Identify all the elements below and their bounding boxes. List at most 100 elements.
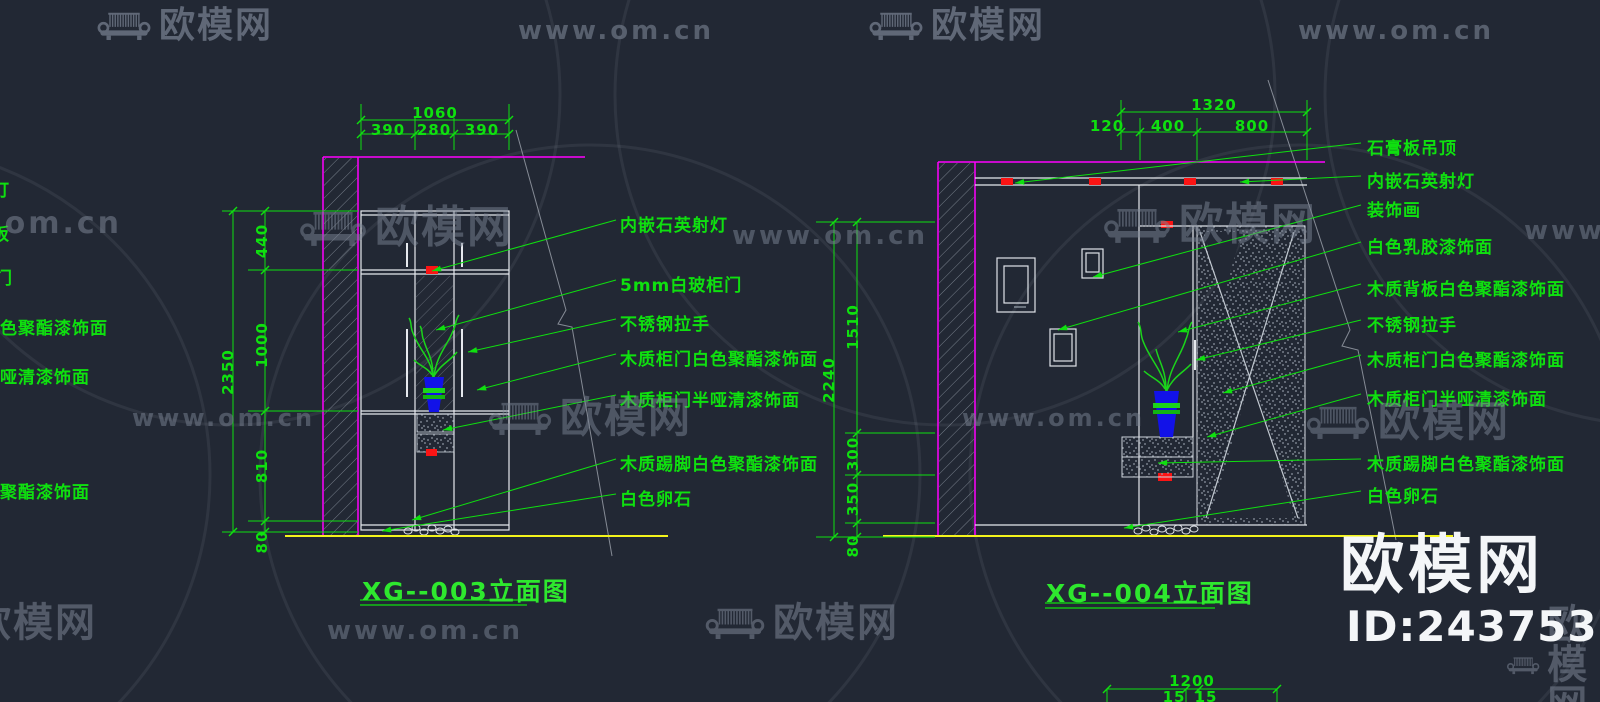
- sofa-icon: [1506, 649, 1540, 682]
- right-vase-band: [1153, 403, 1180, 408]
- edge-fragment-3: 门: [0, 269, 13, 289]
- edge-fragment-1: 灯: [0, 181, 10, 201]
- left-elevation-title: XG--003立面图: [362, 577, 570, 606]
- right-pebbles: [1133, 524, 1199, 536]
- right-elevation-drawing: [816, 100, 1453, 702]
- right-label-pebbles: 白色卵石: [1367, 487, 1439, 507]
- watermark-brand-text: 欧模网: [1547, 602, 1590, 702]
- right-vase-band2: [1153, 410, 1180, 414]
- dim-right-height-seg4: 80: [844, 534, 862, 558]
- edge-fragment-2: 板: [0, 225, 10, 245]
- dim-left-width-seg3: 390: [464, 121, 500, 139]
- sofa-icon: [704, 607, 766, 640]
- watermark-brand-text: 欧模网: [375, 202, 513, 253]
- watermark-site: www.om.cn: [1524, 216, 1600, 246]
- left-label-kickboard: 木质踢脚白色聚酯漆饰面: [620, 455, 818, 475]
- watermark-brand: 欧模网: [96, 8, 273, 44]
- left-label-spotlight: 内嵌石英射灯: [620, 216, 728, 236]
- watermark-site: www.om.cn: [132, 404, 316, 432]
- right-label-kickboard: 木质踢脚白色聚酯漆饰面: [1367, 455, 1565, 475]
- watermark-site: www.om.cn: [1298, 16, 1495, 46]
- right-wall-magenta: [937, 161, 1325, 536]
- sofa-icon: [96, 11, 152, 41]
- dim-bottom-seg2: 15: [1194, 688, 1218, 702]
- right-label-spotlight: 内嵌石英射灯: [1367, 172, 1475, 192]
- footer-brand: 欧模网: [1340, 529, 1544, 603]
- watermark-site: www.om.cn: [518, 16, 715, 46]
- dim-left-height-seg4: 80: [253, 530, 271, 554]
- left-wall-magenta: [322, 156, 585, 536]
- dim-left-width-total: 1060: [412, 104, 458, 122]
- watermark-brand: 欧模网: [1102, 203, 1317, 247]
- dim-bottom-seg1: 15: [1162, 688, 1186, 702]
- dim-left-height-seg2: 1000: [253, 322, 271, 368]
- watermark-brand-text: 欧模网: [931, 5, 1046, 46]
- right-label-artwork: 装饰画: [1367, 201, 1421, 221]
- left-pebbles: [403, 524, 460, 536]
- left-vase-band2: [423, 395, 445, 399]
- watermark-brand: 欧模网: [487, 397, 692, 439]
- sofa-icon: [298, 210, 368, 247]
- right-console: [1121, 436, 1194, 478]
- watermark-brand: 欧模网: [1506, 605, 1600, 702]
- right-leader-lines: [1014, 142, 1362, 530]
- left-dimension-ticks: [228, 115, 514, 537]
- edge-fragment-4: 色聚酯漆饰面: [0, 319, 108, 339]
- watermark-brand: 欧模网: [868, 8, 1045, 44]
- left-label-door-paint: 木质柜门白色聚酯漆饰面: [620, 350, 818, 370]
- edge-fragment-6: 聚酯漆饰面: [0, 483, 90, 503]
- dim-right-height-total: 2240: [820, 357, 838, 403]
- dim-left-height-total: 2350: [219, 349, 237, 395]
- left-leader-lines: [381, 219, 617, 533]
- watermark-brand: 欧模网: [1305, 401, 1510, 443]
- watermark-brand-text: 欧模网: [1378, 397, 1511, 446]
- right-elevation-title: XG--004立面图: [1046, 579, 1254, 608]
- break-lines: [515, 79, 1397, 557]
- right-feature-panel: [1196, 225, 1306, 526]
- left-dimension-lines: [222, 104, 510, 533]
- dim-bottom-total: 1200: [1169, 672, 1215, 690]
- watermark-site: www.om.cn: [962, 404, 1146, 432]
- right-label-door-varnish: 木质柜门半哑清漆饰面: [1367, 390, 1547, 410]
- right-title-underline: [1045, 602, 1215, 609]
- watermark-brand-text: 欧模网: [1179, 199, 1317, 250]
- left-plant: [408, 314, 460, 378]
- left-vase: [424, 377, 444, 412]
- footer-model-id: ID:2437535: [1346, 602, 1600, 651]
- sofa-icon: [487, 401, 553, 436]
- right-label-latex-paint: 白色乳胶漆饰面: [1367, 238, 1493, 258]
- left-label-door-varnish: 木质柜门半哑清漆饰面: [620, 391, 800, 411]
- watermark-site: www.om.cn: [327, 616, 524, 646]
- dim-right-width-seg2: 400: [1150, 117, 1186, 135]
- right-picture-frames: [996, 248, 1104, 367]
- right-ceiling-lines: [975, 177, 1307, 186]
- left-label-pebbles: 白色卵石: [620, 490, 692, 510]
- sofa-icon: [868, 11, 924, 41]
- watermark-brand: 欧模网: [0, 603, 97, 643]
- right-plant: [1137, 321, 1193, 392]
- edge-fragment-5: 哑清漆饰面: [0, 368, 90, 388]
- left-label-glass-door: 5mm白玻柜门: [620, 276, 743, 296]
- dim-left-width-seg2: 280: [416, 121, 452, 139]
- left-vase-band: [423, 388, 445, 393]
- right-label-door-paint: 木质柜门白色聚酯漆饰面: [1367, 351, 1565, 371]
- right-dimension-lines: [816, 100, 1308, 702]
- right-label-handle: 不锈钢拉手: [1367, 316, 1457, 336]
- right-label-ceiling: 石膏板吊顶: [1367, 139, 1457, 159]
- sofa-icon: [1305, 405, 1371, 440]
- watermark-brand: 欧模网: [298, 206, 513, 250]
- left-drawers: [416, 413, 455, 453]
- dim-left-height-seg3: 810: [253, 448, 271, 484]
- dim-left-width-seg1: 390: [370, 121, 406, 139]
- watermark-brand-text: 欧模网: [560, 393, 693, 442]
- dim-right-width-seg3: 800: [1234, 117, 1270, 135]
- watermark-brand: 欧模网: [704, 603, 899, 643]
- right-label-back-panel: 木质背板白色聚酯漆饰面: [1367, 280, 1565, 300]
- watermark-brand-text: 欧模网: [159, 5, 274, 46]
- dim-left-height-seg1: 440: [253, 223, 271, 259]
- watermark-site: www.om.cn: [732, 221, 929, 251]
- dim-right-height-seg1: 1510: [844, 304, 862, 350]
- watermark-brand-text: 欧模网: [773, 600, 899, 646]
